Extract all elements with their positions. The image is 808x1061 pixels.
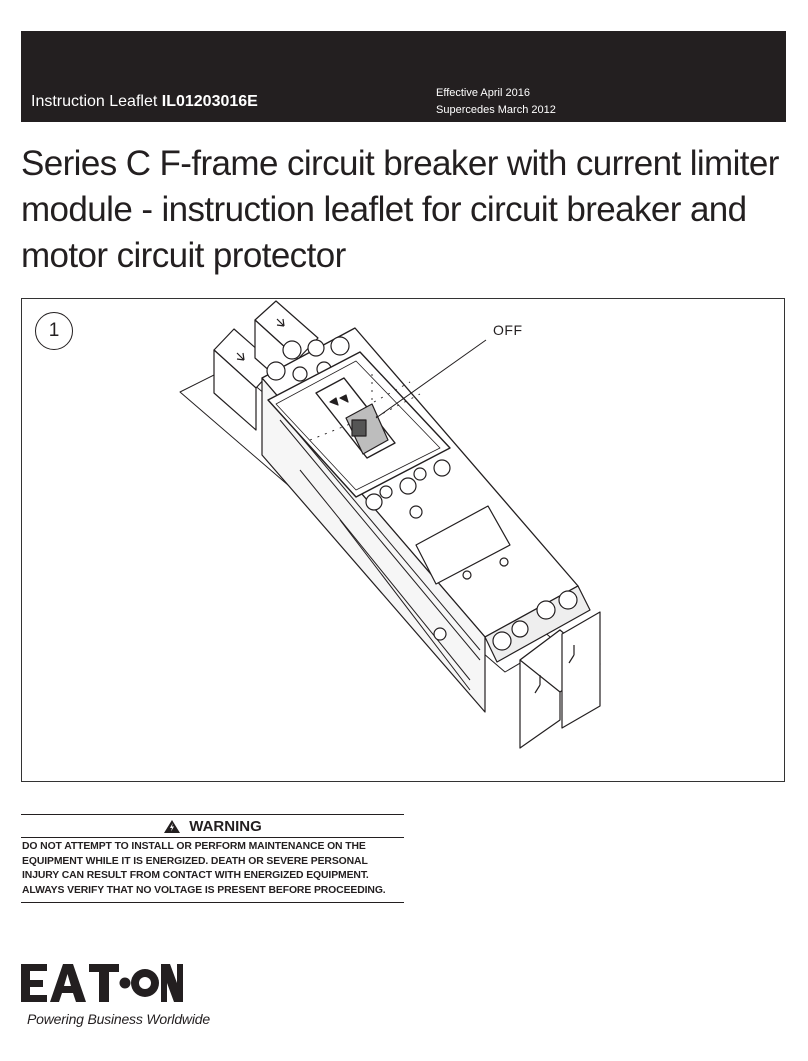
top-terminal-screws (266, 336, 350, 382)
header-bar (21, 31, 786, 122)
effective-date: Effective April 2016 (436, 87, 530, 99)
figure-frame (21, 298, 785, 782)
leaflet-number: IL01203016E (161, 93, 258, 110)
eaton-logo (21, 964, 183, 1002)
warning-text: DO NOT ATTEMPT TO INSTALL OR PERFORM MAI… (22, 841, 386, 896)
leaflet-id: Instruction Leaflet IL01203016E (31, 93, 258, 110)
warning-triangle-icon (164, 820, 181, 833)
supercedes-date: Supercedes March 2012 (436, 104, 556, 116)
figure-number: 1 (35, 312, 73, 350)
off-callout-label: OFF (493, 322, 523, 338)
warning-box: WARNING DO NOT ATTEMPT TO INSTALL OR PER… (21, 814, 404, 903)
brand-tagline: Powering Business Worldwide (27, 1011, 210, 1027)
effective-dates: Effective April 2016 Supercedes March 20… (436, 85, 556, 119)
load-terminal-tabs (519, 611, 601, 749)
warning-heading: WARNING (21, 815, 404, 838)
document-title: Series C F-frame circuit breaker with cu… (21, 144, 779, 275)
bottom-terminal-screws (492, 590, 578, 651)
middle-terminal-screws (365, 459, 451, 519)
